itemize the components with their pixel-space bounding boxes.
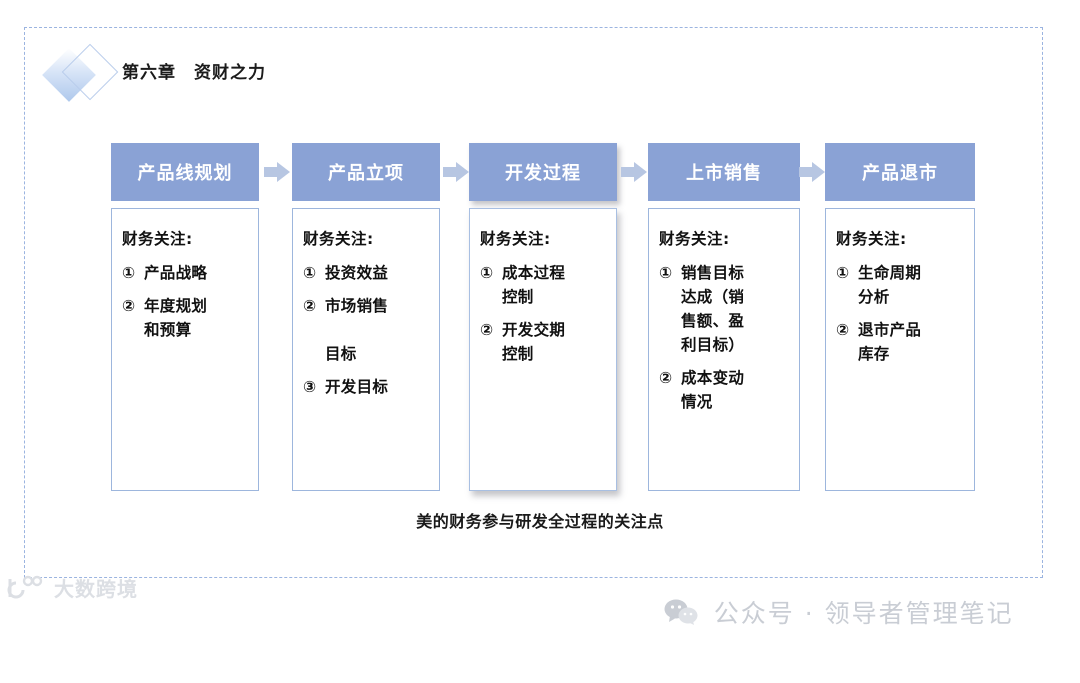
item-number: ②: [303, 297, 317, 316]
body-title: 财务关注:: [480, 230, 551, 248]
stage-body: 财务关注: ① 成本过程 控制 ② 开发交期 控制: [469, 208, 617, 491]
item-text: 开发目标: [325, 378, 389, 397]
stage-header-label[interactable]: 产品线规划: [111, 143, 259, 201]
page-title: 第六章 资财之力: [122, 63, 266, 83]
arrow-shaft: [264, 167, 279, 177]
item-text: 成本变动 情况: [681, 369, 745, 412]
arrow-head: [456, 162, 469, 182]
list-item: ② 退市产品 库存: [836, 318, 966, 366]
item-text: 生命周期 分析: [858, 264, 922, 307]
right-arrow-icon: [621, 162, 648, 182]
right-arrow-icon: [264, 162, 291, 182]
stage-body: 财务关注: ① 投资效益 ② 市场销售 目标 ③ 开发目标: [292, 208, 440, 491]
arrow-shaft: [443, 167, 458, 177]
wechat-watermark: 公众号 · 领导者管理笔记: [664, 541, 1014, 683]
process-flow: 产品线规划 财务关注: ① 产品战略 ② 年度规划 和预算 产品立项 财务关注:…: [111, 143, 975, 493]
item-text: 年度规划 和预算: [144, 297, 208, 340]
slide-header: 第六章 资财之力: [42, 43, 444, 104]
item-text: 成本过程 控制: [502, 264, 566, 307]
list-item: ① 投资效益: [303, 261, 431, 285]
stage-header-label[interactable]: 产品退市: [825, 143, 975, 201]
arrow-head: [812, 162, 825, 182]
arrow-shaft: [621, 167, 636, 177]
item-text: 销售目标 达成（销 售额、盈 利目标）: [681, 264, 745, 355]
item-text: 退市产品 库存: [858, 321, 922, 364]
item-number: ①: [480, 264, 494, 282]
item-number: ②: [659, 369, 673, 388]
body-title: 财务关注:: [659, 230, 730, 248]
stage-body: 财务关注: ① 销售目标 达成（销 售额、盈 利目标） ② 成本变动 情况: [648, 208, 800, 491]
item-number: ①: [122, 264, 136, 282]
arrow-head: [634, 162, 647, 182]
list-item: ② 年度规划 和预算: [122, 294, 250, 342]
stage-header-label[interactable]: 上市销售: [648, 143, 800, 201]
flow-stage-product-line-planning[interactable]: 产品线规划 财务关注: ① 产品战略 ② 年度规划 和预算: [111, 143, 259, 491]
flow-stage-product-initiation[interactable]: 产品立项 财务关注: ① 投资效益 ② 市场销售 目标 ③ 开发目标: [292, 143, 440, 491]
list-item: ② 成本变动 情况: [659, 366, 791, 414]
item-text: 投资效益: [325, 264, 389, 282]
item-text: 市场销售 目标: [325, 297, 389, 364]
diagram-caption: 美的财务参与研发全过程的关注点: [416, 512, 664, 531]
brand-watermark-text: 大数跨境: [54, 577, 138, 601]
list-item: ① 生命周期 分析: [836, 261, 966, 309]
flow-stage-market-sales[interactable]: 上市销售 财务关注: ① 销售目标 达成（销 售额、盈 利目标） ② 成本变动 …: [648, 143, 800, 491]
body-title: 财务关注:: [303, 230, 374, 248]
item-number: ②: [122, 297, 136, 316]
stage-header-label[interactable]: 产品立项: [292, 143, 440, 201]
list-item: ① 成本过程 控制: [480, 261, 608, 309]
flow-stage-product-retirement[interactable]: 产品退市 财务关注: ① 生命周期 分析 ② 退市产品 库存: [825, 143, 975, 491]
list-item: ① 销售目标 达成（销 售额、盈 利目标）: [659, 261, 791, 357]
item-number: ③: [303, 378, 317, 397]
list-item: ① 产品战略: [122, 261, 250, 285]
item-number: ①: [303, 264, 317, 282]
wechat-icon: [664, 541, 704, 683]
list-item: ② 市场销售 目标: [303, 294, 431, 366]
arrow-head: [277, 162, 290, 182]
item-number: ①: [836, 264, 850, 282]
right-arrow-icon: [799, 162, 826, 182]
right-arrow-icon: [443, 162, 470, 182]
dashu-logo-icon: [6, 575, 50, 601]
list-item: ③ 开发目标: [303, 375, 431, 399]
wechat-watermark-text: 公众号 · 领导者管理笔记: [713, 599, 1014, 628]
diamond-logo-icon: [42, 43, 122, 104]
stage-body: 财务关注: ① 生命周期 分析 ② 退市产品 库存: [825, 208, 975, 491]
item-text: 产品战略: [144, 264, 208, 282]
item-number: ②: [836, 321, 850, 340]
stage-header-label[interactable]: 开发过程: [469, 143, 617, 201]
list-item: ② 开发交期 控制: [480, 318, 608, 366]
body-title: 财务关注:: [122, 230, 193, 248]
body-title: 财务关注:: [836, 230, 907, 248]
item-text: 开发交期 控制: [502, 321, 566, 364]
flow-stage-development-process[interactable]: 开发过程 财务关注: ① 成本过程 控制 ② 开发交期 控制: [469, 143, 617, 491]
brand-watermark: 大数跨境: [6, 573, 138, 602]
item-number: ②: [480, 321, 494, 340]
stage-body: 财务关注: ① 产品战略 ② 年度规划 和预算: [111, 208, 259, 491]
arrow-shaft: [799, 167, 814, 177]
item-number: ①: [659, 264, 673, 282]
